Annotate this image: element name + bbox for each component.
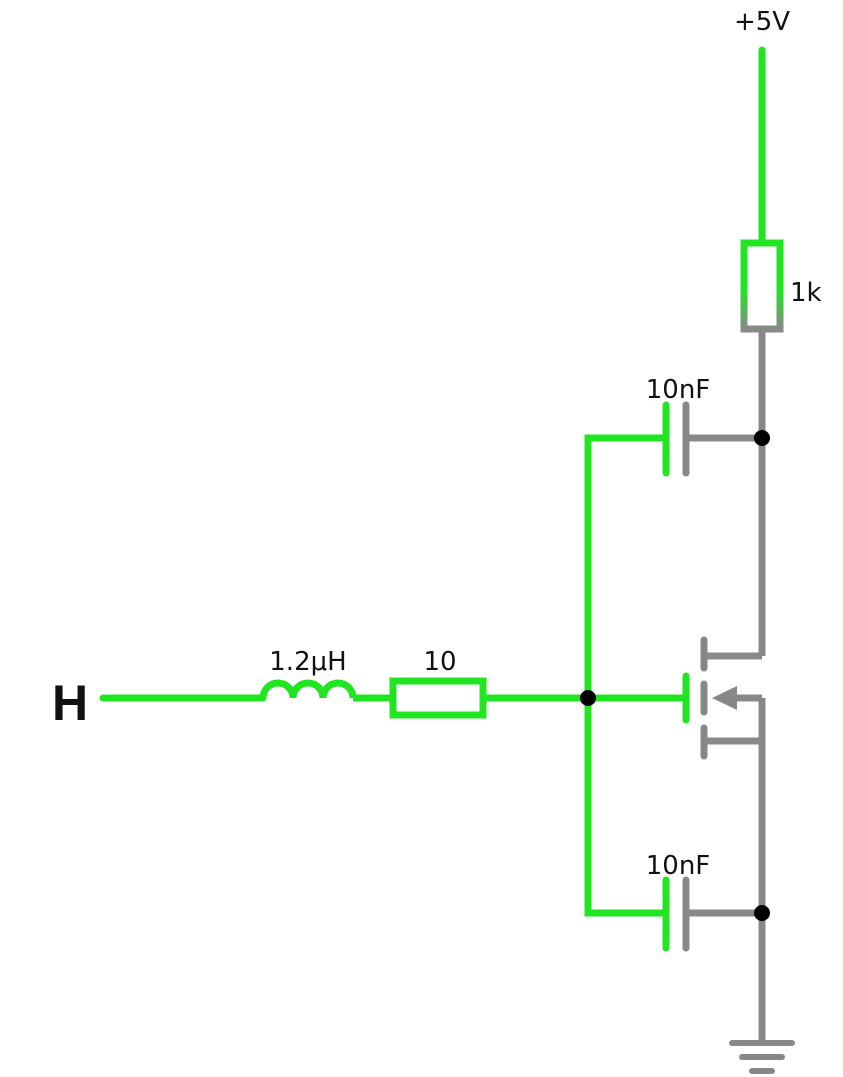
capacitor-top	[662, 401, 762, 477]
gate-bus-wire	[584, 434, 666, 917]
junction-node-bottom	[754, 905, 770, 921]
series-resistor-label: 10	[423, 647, 456, 677]
pullup-resistor	[740, 239, 784, 333]
ground-symbol	[729, 1040, 795, 1074]
junction-node-gate	[580, 690, 596, 706]
inductor-label: 1.2μH	[269, 647, 346, 677]
supply-label: +5V	[734, 7, 790, 37]
input-label: H	[52, 675, 88, 731]
series-resistor	[389, 677, 487, 719]
inductor	[259, 679, 357, 699]
cap-bottom-label: 10nF	[646, 851, 711, 881]
junction-node-top	[754, 430, 770, 446]
capacitor-bottom	[662, 876, 762, 952]
cap-top-label: 10nF	[646, 375, 711, 405]
mosfet	[700, 636, 762, 760]
pullup-resistor-label: 1k	[790, 278, 822, 308]
